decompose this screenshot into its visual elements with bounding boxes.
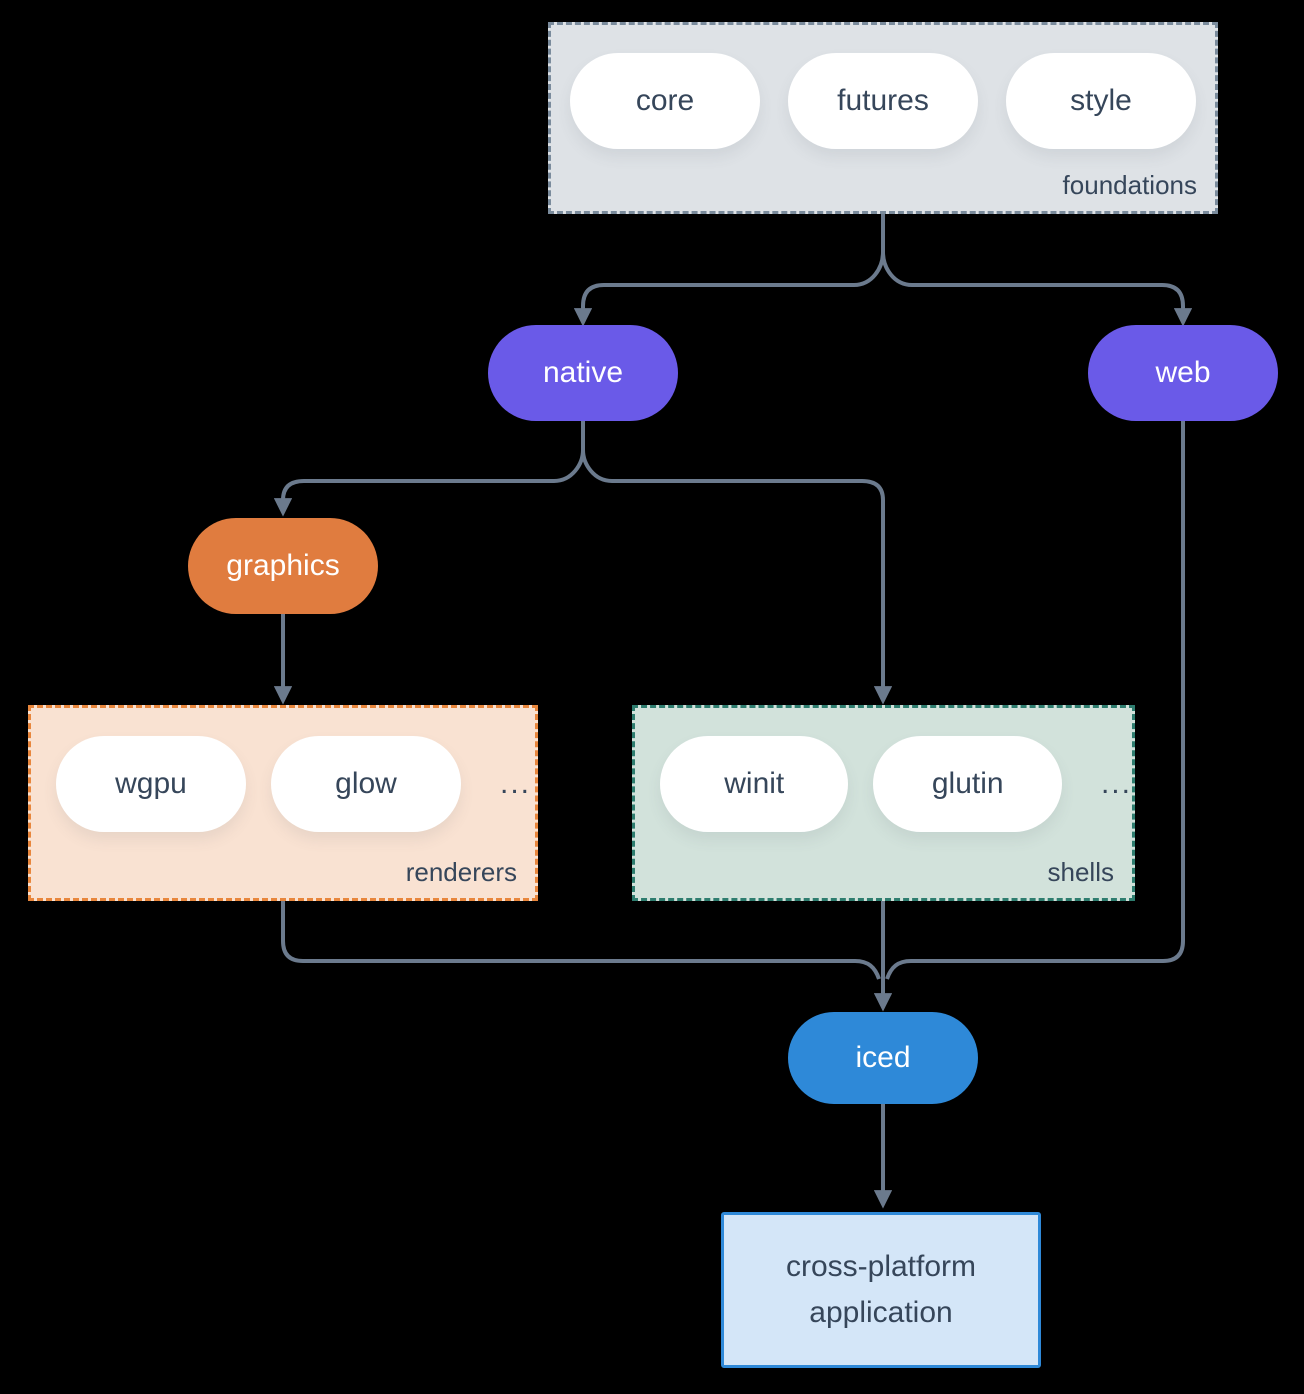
edge-native-shells <box>581 449 893 705</box>
cross-platform-application-box: cross-platform application <box>721 1212 1041 1368</box>
node-style: style <box>1006 53 1196 149</box>
node-iced: iced <box>788 1012 978 1104</box>
shells-group: winit glutin ... shells <box>632 705 1135 901</box>
renderers-group-label: renderers <box>405 857 517 887</box>
node-web: web <box>1088 325 1278 421</box>
edge-native-graphics <box>273 420 585 517</box>
node-glow: glow <box>271 736 461 832</box>
node-wgpu: wgpu <box>56 736 246 832</box>
shells-pill-row: winit glutin ... <box>635 736 1132 832</box>
node-native: native <box>488 325 678 421</box>
renderers-ellipsis: ... <box>500 767 532 800</box>
shells-ellipsis: ... <box>1100 767 1132 800</box>
renderers-pill-row: wgpu glow ... <box>31 736 535 832</box>
foundations-group-label: foundations <box>1062 170 1197 200</box>
node-graphics: graphics <box>188 518 378 614</box>
edge-foundations-web <box>881 251 1193 327</box>
node-glutin: glutin <box>873 736 1062 832</box>
edge-web-merge <box>885 420 1185 980</box>
node-winit: winit <box>660 736 849 832</box>
renderers-group: wgpu glow ... renderers <box>28 705 538 901</box>
foundations-pill-row: core futures style <box>551 53 1215 149</box>
application-label-line1: cross-platform <box>785 1250 977 1283</box>
node-futures: futures <box>788 53 978 149</box>
node-core: core <box>570 53 760 149</box>
application-label-line2: application <box>809 1296 953 1329</box>
edge-foundations-native <box>573 214 885 327</box>
shells-group-label: shells <box>1047 857 1114 887</box>
edge-renderers-merge <box>281 901 881 980</box>
foundations-group: core futures style foundations <box>548 22 1218 214</box>
